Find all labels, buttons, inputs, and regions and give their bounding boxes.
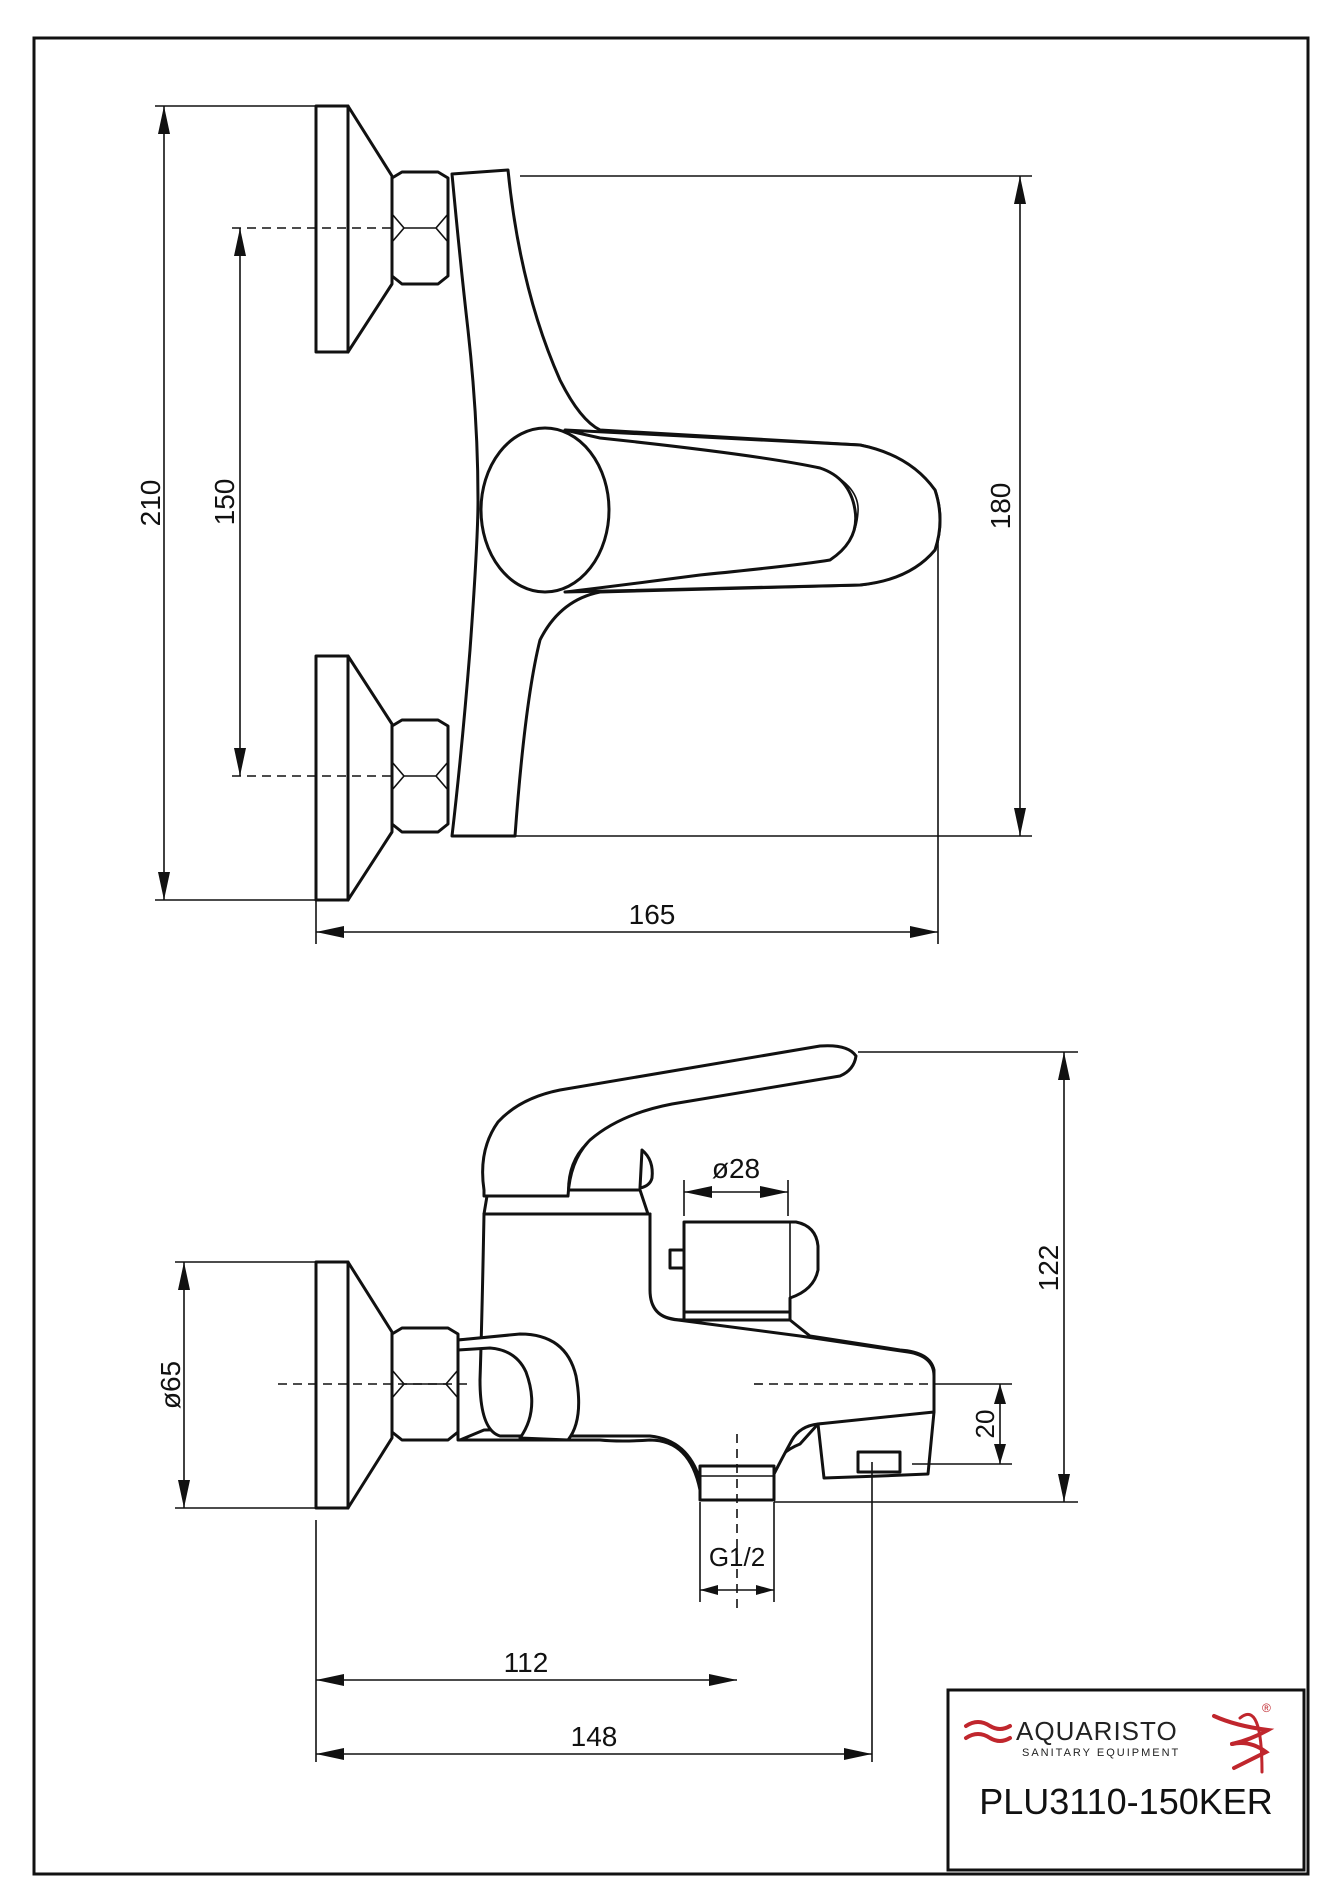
dim-body-height-label: 180 xyxy=(985,483,1016,530)
side-spout xyxy=(816,1410,936,1480)
side-spout-aerator xyxy=(856,1450,902,1474)
arrow xyxy=(756,1585,774,1595)
brand-name: AQUARISTO xyxy=(1016,1716,1178,1746)
front-top-hex-nut-bevel xyxy=(391,213,449,243)
front-bottom-hex-nut-bevel xyxy=(391,761,449,791)
arrow xyxy=(1058,1474,1070,1502)
front-handle-cap xyxy=(479,426,611,594)
front-top-escutcheon xyxy=(314,104,350,354)
side-handle-lever xyxy=(481,1044,858,1198)
arrow xyxy=(1014,176,1026,204)
drawing-frame xyxy=(32,36,1310,1876)
arrow xyxy=(234,228,246,256)
dim-handle-diameter-label: ø28 xyxy=(712,1153,760,1184)
arrow xyxy=(316,926,344,938)
dim-escutcheon-diameter-label: ø65 xyxy=(155,1361,186,1409)
aquaristo-wave-logo xyxy=(964,1712,1275,1774)
side-eccentric-overlay xyxy=(456,1332,581,1442)
arrow xyxy=(709,1674,737,1686)
arrow xyxy=(234,748,246,776)
dim-total-height-label: 210 xyxy=(135,480,166,527)
brand-tagline: SANITARY EQUIPMENT xyxy=(1022,1747,1180,1759)
side-handle-pivot xyxy=(638,1148,654,1190)
dim-outlet-distance-label: 112 xyxy=(504,1647,549,1678)
arrow xyxy=(1058,1052,1070,1080)
front-handle-lever xyxy=(563,428,942,594)
side-diverter-stem xyxy=(668,1248,686,1270)
dim-spout-offset-label: 20 xyxy=(970,1410,1000,1439)
arrow xyxy=(178,1480,190,1508)
dim-side-height-label: 122 xyxy=(1033,1245,1064,1292)
product-code: PLU3110-150KER xyxy=(979,1781,1273,1822)
arrow xyxy=(910,926,938,938)
arrow xyxy=(994,1444,1006,1464)
dim-center-distance-label: 150 xyxy=(209,479,240,526)
dim-spout-length-label: 148 xyxy=(571,1721,618,1752)
arrow xyxy=(178,1262,190,1290)
arrow xyxy=(994,1384,1006,1404)
front-top-escutcheon-cone xyxy=(346,104,394,354)
registered-mark: ® xyxy=(1262,1701,1271,1715)
dim-outlet-thread-label: G1/2 xyxy=(709,1542,765,1572)
side-view: ø28 122 ø65 20 G1/2 112 148 xyxy=(155,1044,1078,1762)
arrow xyxy=(700,1585,718,1595)
front-bottom-escutcheon xyxy=(314,654,350,902)
arrow xyxy=(158,106,170,134)
title-block-frame xyxy=(946,1688,1306,1872)
title-block: ® AQUARISTO SANITARY EQUIPMENT PLU3110-1… xyxy=(946,1688,1306,1872)
front-handle-edge xyxy=(819,467,859,561)
arrow xyxy=(158,872,170,900)
arrow xyxy=(316,1674,344,1686)
front-bottom-escutcheon-cone xyxy=(346,654,394,902)
front-view: 210 150 180 165 xyxy=(135,104,1032,944)
side-body-main xyxy=(478,1212,936,1482)
side-escutcheon-cone xyxy=(346,1260,394,1510)
side-diverter-knob xyxy=(682,1220,820,1314)
arrow xyxy=(1014,808,1026,836)
arrow xyxy=(684,1186,712,1198)
side-diverter-knob-base xyxy=(682,1310,792,1322)
arrow xyxy=(760,1186,788,1198)
side-escutcheon xyxy=(314,1260,350,1510)
arrow xyxy=(316,1748,344,1760)
arrow xyxy=(844,1748,872,1760)
dim-width-label: 165 xyxy=(629,899,676,930)
front-body xyxy=(450,168,942,838)
side-handle-inner xyxy=(567,1075,841,1197)
